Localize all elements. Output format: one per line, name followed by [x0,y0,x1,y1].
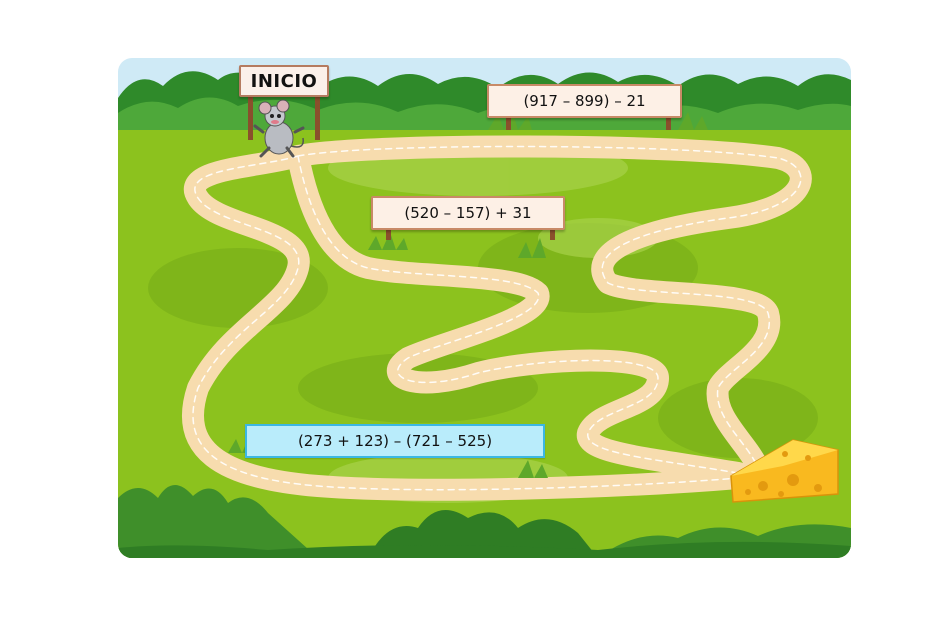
option-sign-1[interactable]: (917 – 899) – 21 [487,84,682,118]
maze-path [182,135,812,501]
option-expression: (520 – 157) + 31 [404,204,532,222]
option-sign-post [386,226,391,240]
option-expression: (273 + 123) – (721 – 525) [297,432,493,450]
start-sign-post-right [315,96,320,140]
start-sign-label: INICIO [250,70,318,92]
option-sign-2[interactable]: (520 – 157) + 31 [371,196,565,230]
grass-tufts [228,110,708,478]
start-sign: INICIO [239,65,329,97]
cheese-icon [730,439,839,503]
option-sign-post [550,226,555,240]
option-sign-post [506,114,511,130]
mouse-icon [253,99,305,158]
maze-scene [118,58,851,558]
option-expression: (917 – 899) – 21 [523,92,646,110]
foreground-bushes [118,484,851,558]
maze-board: INICIO (917 – 899) – 21 (520 – 157) + 31… [118,58,851,558]
option-sign-3-selected[interactable]: (273 + 123) – (721 – 525) [245,424,545,458]
option-sign-post [666,114,671,130]
start-sign-post-left [248,96,253,140]
